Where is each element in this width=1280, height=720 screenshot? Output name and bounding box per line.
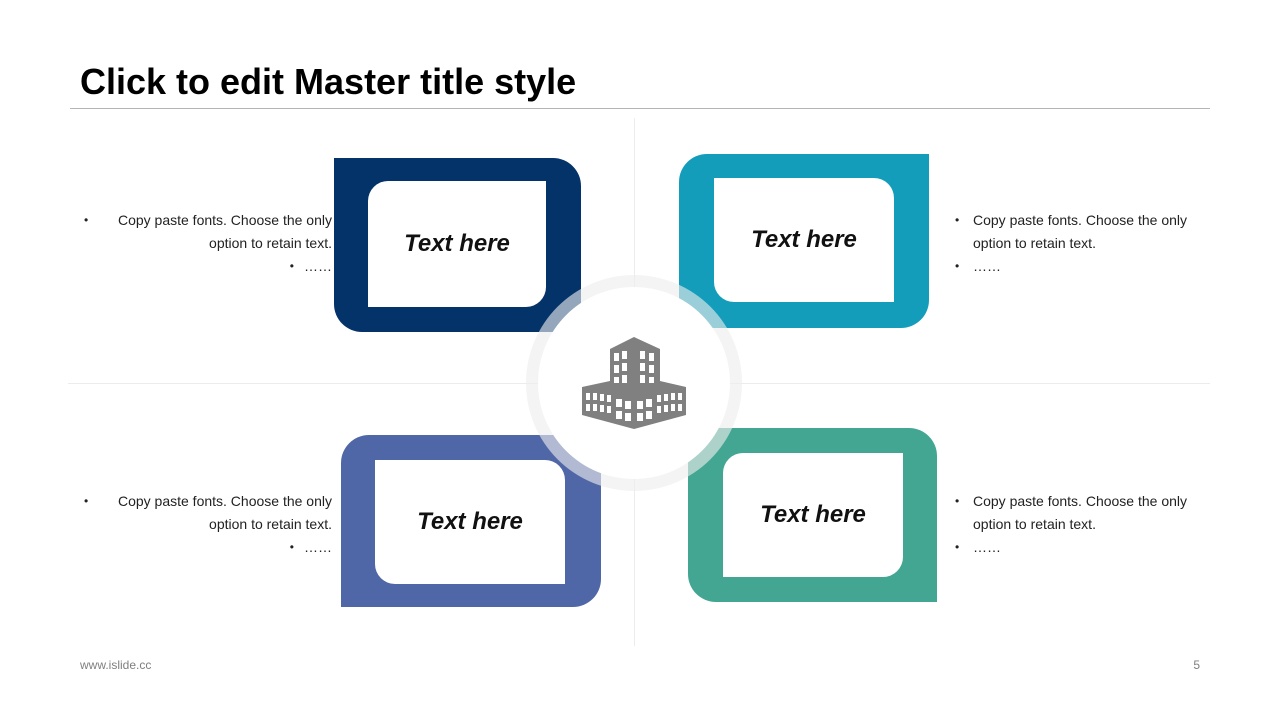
card-top-left-inner: Text here xyxy=(368,181,546,307)
bullet-dot: • xyxy=(289,540,294,554)
bullet-text: …… xyxy=(973,258,1001,274)
card-bottom-right-label[interactable]: Text here xyxy=(760,501,866,528)
text-block-top-left[interactable]: • Copy paste fonts. Choose the only opti… xyxy=(82,209,332,278)
bullet-text: …… xyxy=(973,539,1001,555)
card-top-left-label[interactable]: Text here xyxy=(404,230,510,257)
page-number: 5 xyxy=(1193,658,1200,672)
bullet-item: • …… xyxy=(82,536,332,559)
card-bottom-left-label[interactable]: Text here xyxy=(417,508,523,535)
bullet-item: • Copy paste fonts. Choose the only opti… xyxy=(955,209,1205,255)
text-block-bottom-left[interactable]: • Copy paste fonts. Choose the only opti… xyxy=(82,490,332,559)
text-block-top-right[interactable]: • Copy paste fonts. Choose the only opti… xyxy=(955,209,1205,278)
office-building-icon xyxy=(582,337,686,429)
card-top-right-inner: Text here xyxy=(714,178,894,302)
text-block-bottom-right[interactable]: • Copy paste fonts. Choose the only opti… xyxy=(955,490,1205,559)
bullet-text: …… xyxy=(304,258,332,274)
slide-title[interactable]: Click to edit Master title style xyxy=(80,61,577,102)
bullet-text: Copy paste fonts. Choose the only option… xyxy=(973,493,1188,532)
bullet-dot: • xyxy=(955,494,960,508)
bullet-item: • …… xyxy=(955,255,1205,278)
bullet-dot: • xyxy=(84,213,89,227)
card-bottom-right[interactable]: Text here xyxy=(688,428,937,602)
bullet-text: Copy paste fonts. Choose the only option… xyxy=(973,212,1188,251)
bullet-dot: • xyxy=(84,494,89,508)
card-bottom-left[interactable]: Text here xyxy=(341,435,601,607)
bullet-text: …… xyxy=(304,539,332,555)
bullet-dot: • xyxy=(955,540,960,554)
bullet-item: • …… xyxy=(955,536,1205,559)
title-divider xyxy=(70,108,1210,109)
card-bottom-left-inner: Text here xyxy=(375,460,565,584)
bullet-item: • Copy paste fonts. Choose the only opti… xyxy=(82,490,332,536)
card-top-right-label[interactable]: Text here xyxy=(751,226,857,253)
bullet-text: Copy paste fonts. Choose the only option… xyxy=(117,212,332,251)
bullet-item: • …… xyxy=(82,255,332,278)
bullet-text: Copy paste fonts. Choose the only option… xyxy=(117,493,332,532)
card-top-left[interactable]: Text here xyxy=(334,158,581,332)
bullet-item: • Copy paste fonts. Choose the only opti… xyxy=(955,490,1205,536)
bullet-dot: • xyxy=(955,213,960,227)
footer-url: www.islide.cc xyxy=(80,658,152,672)
card-top-right[interactable]: Text here xyxy=(679,154,929,328)
card-bottom-right-inner: Text here xyxy=(723,453,903,577)
bullet-item: • Copy paste fonts. Choose the only opti… xyxy=(82,209,332,255)
bullet-dot: • xyxy=(289,259,294,273)
bullet-dot: • xyxy=(955,259,960,273)
